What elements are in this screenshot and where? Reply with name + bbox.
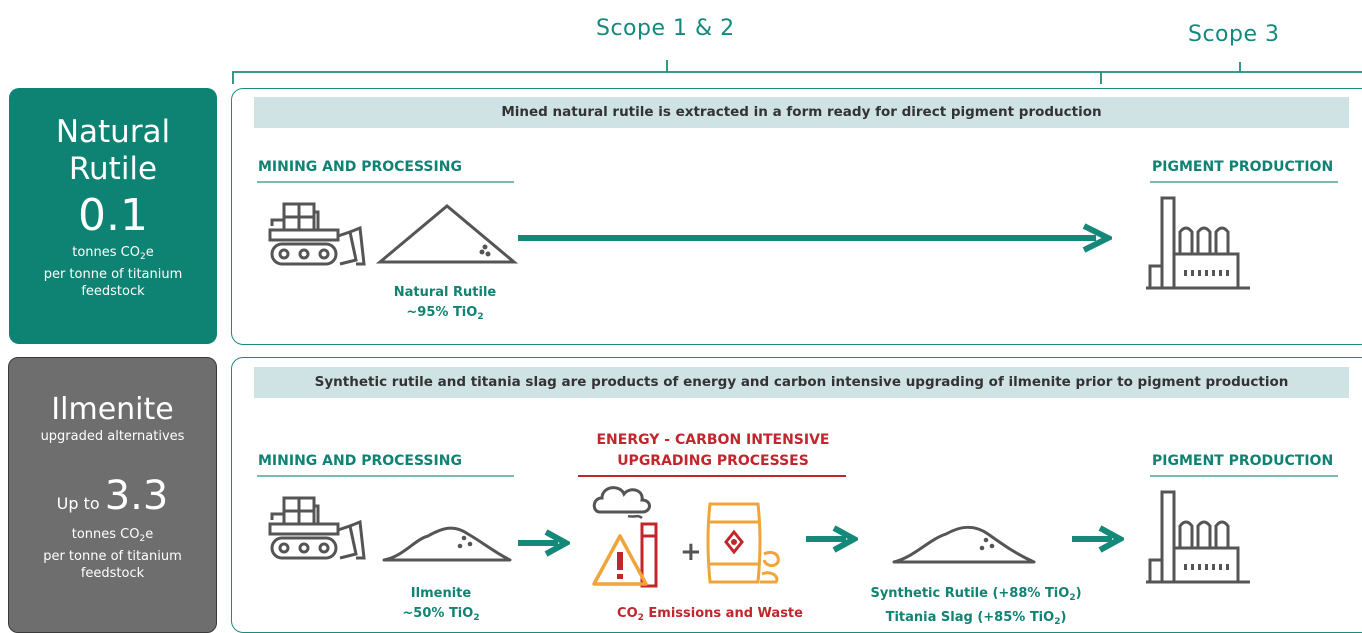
ilmenite-pile-icon — [382, 526, 512, 562]
bulldozer-icon — [268, 496, 366, 560]
ilmenite-title: Ilmenite — [51, 392, 174, 427]
plus-sign: + — [680, 537, 702, 567]
ilmenite-pigment-underline — [1150, 475, 1338, 477]
ilmenite-per-line2: feedstock — [80, 566, 145, 581]
ilmenite-per-line1: per tonne of titanium — [43, 549, 182, 564]
ilmenite-summary-box: Ilmenite upgraded alternatives Up to 3.3… — [8, 357, 217, 633]
upgrading-underline — [578, 475, 846, 477]
synthetic-rutile-pile-icon — [892, 525, 1036, 564]
bulldozer-icon — [268, 202, 366, 266]
ilmenite-value: 3.3 — [104, 473, 169, 519]
ilmenite-unit: tonnes CO2e — [71, 527, 154, 544]
natural-rutile-title-line2: Rutile — [68, 151, 158, 187]
emissions-warning-icon — [592, 486, 658, 588]
ilmenite-flow-arrow-1 — [518, 529, 570, 557]
factory-icon — [1146, 490, 1250, 584]
natural-mining-heading: MINING AND PROCESSING — [258, 159, 462, 175]
upgrading-heading: ENERGY - CARBON INTENSIVE UPGRADING PROC… — [596, 432, 830, 469]
natural-rutile-per-line2: feedstock — [81, 284, 145, 299]
ilmenite-mining-underline — [257, 475, 514, 477]
ilmenite-pigment-heading: PIGMENT PRODUCTION — [1152, 453, 1334, 469]
oil-barrel-icon — [706, 502, 780, 584]
ilmenite-subtitle: upgraded alternatives — [40, 429, 185, 444]
natural-rutile-title-line1: Natural — [55, 114, 171, 150]
natural-flow-arrow — [518, 223, 1112, 253]
natural-mining-underline — [257, 181, 514, 183]
scope-brackets — [232, 60, 1362, 84]
natural-pigment-heading: PIGMENT PRODUCTION — [1152, 159, 1334, 175]
scope-3-label: Scope 3 — [1188, 22, 1280, 47]
natural-rutile-pile-icon — [376, 204, 518, 264]
ilmenite-flow-arrow-3 — [1072, 525, 1124, 553]
factory-icon — [1146, 196, 1250, 290]
ilmenite-flow-arrow-2 — [806, 525, 858, 553]
natural-rutile-unit: tonnes CO2e — [72, 245, 154, 262]
emissions-label: CO2 Emissions and Waste — [617, 606, 803, 623]
natural-rutile-banner: Mined natural rutile is extracted in a f… — [254, 97, 1349, 128]
natural-rutile-product-label: Natural Rutile ~95% TiO2 — [393, 285, 497, 322]
ilmenite-mining-heading: MINING AND PROCESSING — [258, 453, 462, 469]
natural-rutile-summary-box: Natural Rutile 0.1 tonnes CO2e per tonne… — [9, 88, 217, 344]
natural-rutile-per-line1: per tonne of titanium — [43, 267, 183, 282]
natural-pigment-underline — [1150, 181, 1338, 183]
ilmenite-banner: Synthetic rutile and titania slag are pr… — [254, 367, 1349, 398]
natural-rutile-panel — [231, 88, 1362, 345]
upgraded-products-label: Synthetic Rutile (+88% TiO2) Titania Sla… — [870, 586, 1082, 627]
ilmenite-product-label: Ilmenite ~50% TiO2 — [402, 586, 480, 623]
ilmenite-value-row: Up to 3.3 — [56, 473, 169, 519]
scope-1-2-label: Scope 1 & 2 — [596, 16, 735, 41]
natural-rutile-value: 0.1 — [78, 190, 148, 241]
